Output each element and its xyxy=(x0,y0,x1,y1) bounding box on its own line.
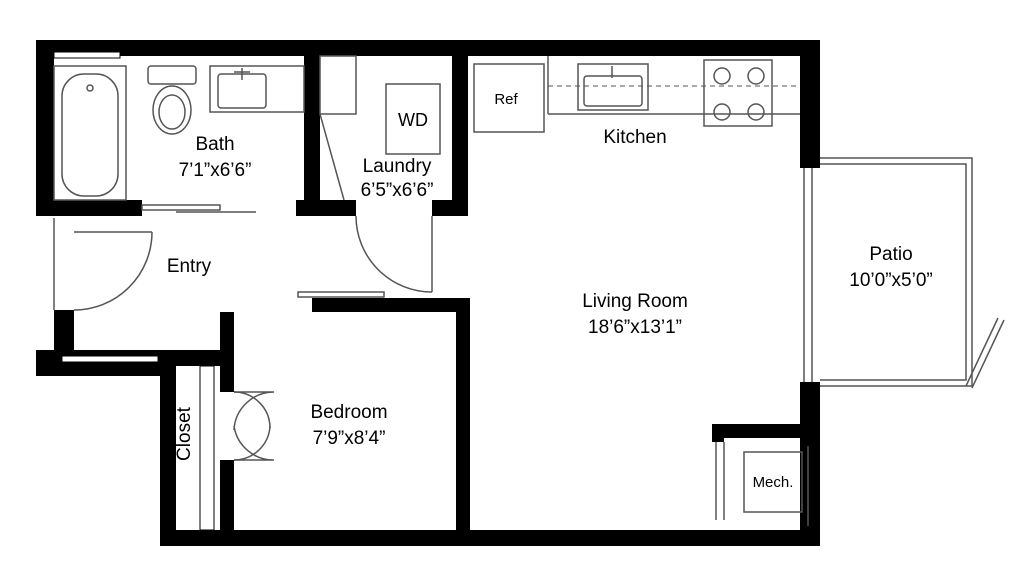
bath-name: Bath xyxy=(195,134,234,155)
bedroom-size: 7’9”x8’4” xyxy=(313,428,386,449)
patio-size: 10’0”x5’0” xyxy=(849,270,932,291)
washer-dryer-label: WD xyxy=(398,110,428,130)
interior-walls xyxy=(36,56,808,540)
patio-railing xyxy=(820,157,1005,389)
stove-icon xyxy=(703,59,773,127)
windows xyxy=(53,51,215,531)
patio-door[interactable] xyxy=(803,168,813,382)
laundry-cabinet xyxy=(319,55,357,201)
laundry-size: 6’5”x6’6” xyxy=(361,180,434,201)
refrigerator-label: Ref xyxy=(494,91,518,108)
bedroom-sliding-door[interactable] xyxy=(297,291,385,298)
sink-icon xyxy=(209,65,305,113)
bath-door[interactable] xyxy=(141,204,256,213)
toilet-icon xyxy=(147,65,197,135)
laundry-name: Laundry xyxy=(363,156,432,177)
entry-door-swing[interactable] xyxy=(53,218,153,311)
bedroom-name: Bedroom xyxy=(310,402,387,423)
living-room-name: Living Room xyxy=(582,291,688,312)
mech-name: Mech. xyxy=(753,474,794,491)
closet-doors[interactable] xyxy=(233,391,275,461)
exterior-walls xyxy=(36,40,820,546)
kitchen-sink-icon xyxy=(577,63,649,111)
refrigerator-icon xyxy=(473,63,545,133)
mech-closet xyxy=(715,442,809,526)
entry-name: Entry xyxy=(167,256,212,277)
bath-size: 7’1”x6’6” xyxy=(179,160,252,181)
living-room-size: 18’6”x13’1” xyxy=(588,317,682,338)
washer-dryer xyxy=(385,83,441,155)
patio-name: Patio xyxy=(869,244,912,265)
laundry-door-swing[interactable] xyxy=(355,215,433,293)
kitchen-name: Kitchen xyxy=(603,127,666,148)
closet-name: Closet xyxy=(174,406,195,461)
kitchen-counter xyxy=(547,56,800,115)
bathtub-icon xyxy=(53,65,127,201)
